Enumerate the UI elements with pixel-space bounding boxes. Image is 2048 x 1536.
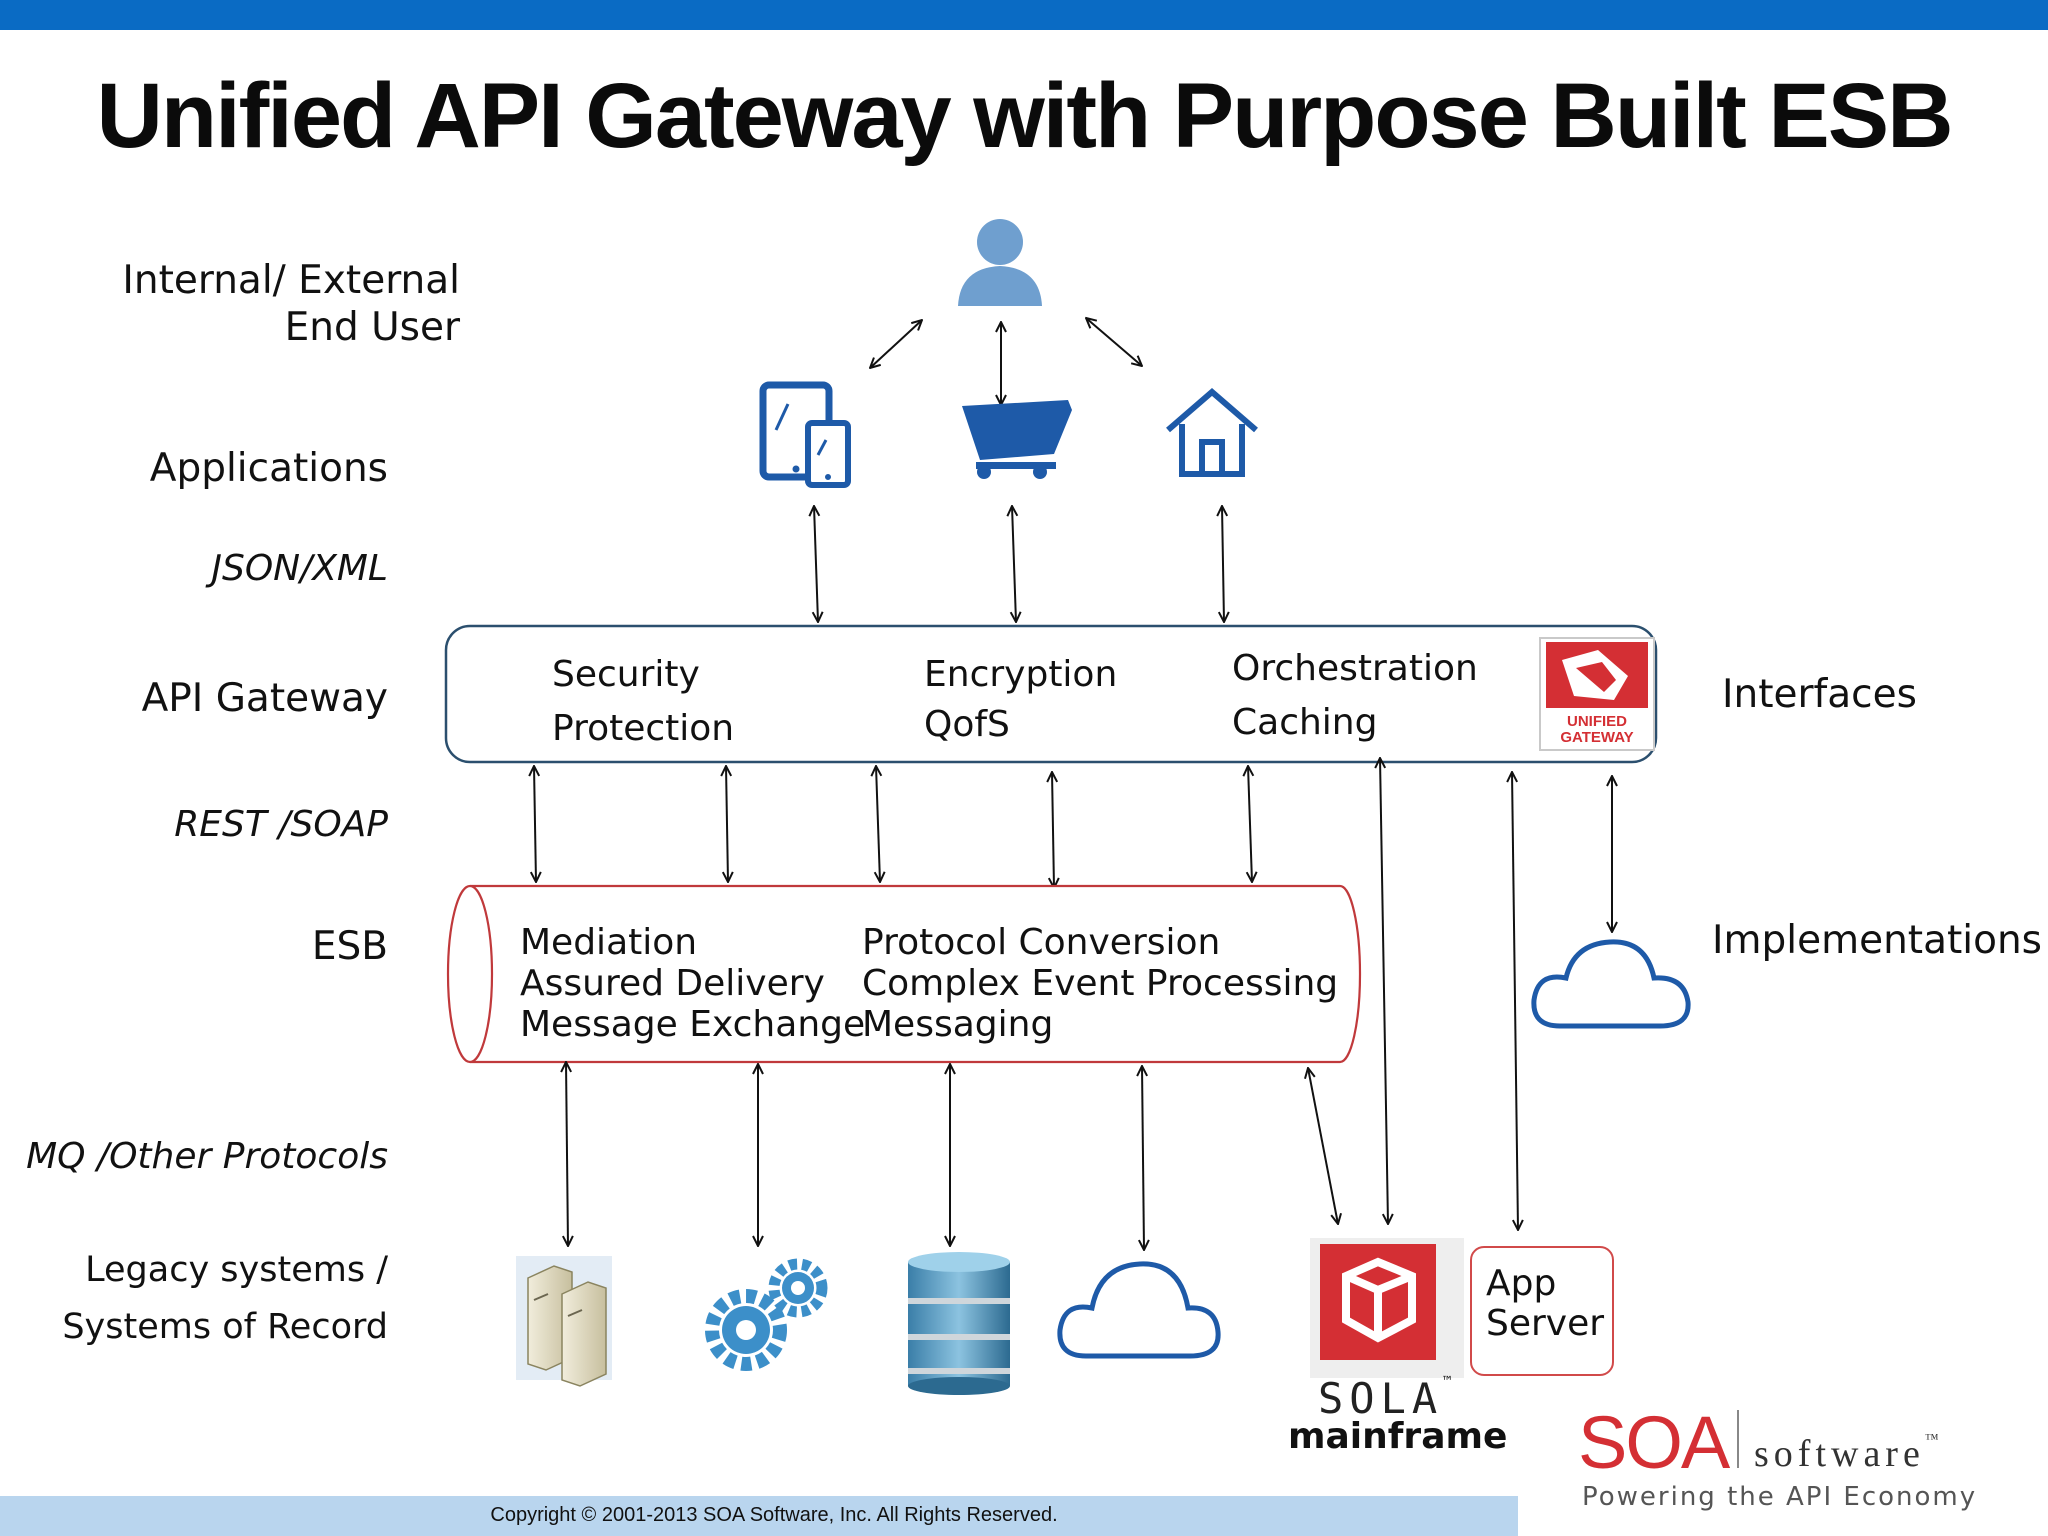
implementations-cloud-icon xyxy=(1531,939,1691,1029)
software-tm: ™ xyxy=(1924,1432,1939,1447)
arrow-gateway-appserver xyxy=(1512,772,1518,1230)
implementations-label: Implementations xyxy=(1712,918,2042,963)
unified-gateway-logo: UNIFIED GATEWAY xyxy=(1539,637,1655,751)
unified-gateway-logo-line2: GATEWAY xyxy=(1560,729,1633,746)
api-gateway-box xyxy=(444,624,1658,764)
esb-mediation: Mediation xyxy=(520,922,698,963)
json-xml-label: JSON/XML xyxy=(211,548,388,589)
gateway-encryption: Encryption xyxy=(924,654,1118,695)
home-icon xyxy=(1166,388,1258,477)
arrow-user-mobile xyxy=(870,320,922,368)
legacy-label-line1: Legacy systems / xyxy=(85,1250,388,1290)
legacy-label-line2: Systems of Record xyxy=(62,1307,388,1347)
esb-label: ESB xyxy=(311,924,388,969)
software-wordmark: software™ xyxy=(1754,1432,1939,1476)
rest-soap-label: REST /SOAP xyxy=(174,804,388,845)
arrow-esb-cloud xyxy=(1142,1066,1144,1250)
esb-cylinder xyxy=(446,884,1362,1064)
brand-tagline: Powering the API Economy xyxy=(1582,1482,1978,1512)
copyright-footer: Copyright © 2001-2013 SOA Software, Inc.… xyxy=(490,1504,1058,1526)
brand-divider xyxy=(1737,1410,1739,1468)
mq-protocols-label: MQ /Other Protocols xyxy=(26,1136,388,1177)
arrow-gateway-esb-2 xyxy=(726,766,728,882)
legacy-cloud-icon xyxy=(1057,1261,1221,1359)
sola-wordmark: SOLA™ xyxy=(1318,1374,1458,1423)
arrow-cart-gateway xyxy=(1012,506,1016,622)
shopping-cart-icon xyxy=(962,400,1072,479)
mainframe-label: mainframe xyxy=(1288,1416,1508,1457)
arrow-user-home xyxy=(1086,318,1142,366)
sola-mainframe-logo xyxy=(1310,1238,1464,1378)
gateway-protection: Protection xyxy=(552,708,735,749)
arrow-mobile-gateway xyxy=(814,506,818,622)
gateway-caching: Caching xyxy=(1232,702,1378,743)
footer-bar xyxy=(0,1496,1518,1536)
page-title: Unified API Gateway with Purpose Built E… xyxy=(96,65,1953,167)
interfaces-label: Interfaces xyxy=(1722,672,1917,717)
esb-complex-event-processing: Complex Event Processing xyxy=(862,963,1339,1004)
app-server-line1: App xyxy=(1486,1263,1557,1304)
end-user-label-line1: Internal/ External xyxy=(122,258,460,303)
arrow-gateway-esb-4 xyxy=(1052,772,1054,888)
soa-logo: SOA xyxy=(1578,1401,1730,1484)
sola-tm: ™ xyxy=(1443,1374,1458,1390)
software-text: software xyxy=(1754,1433,1925,1475)
esb-protocol-conversion: Protocol Conversion xyxy=(862,922,1221,963)
arrow-gateway-esb-5 xyxy=(1248,766,1252,882)
arrow-gateway-esb-3 xyxy=(876,766,880,882)
esb-assured-delivery: Assured Delivery xyxy=(520,963,825,1004)
arrow-esb-mainframe xyxy=(1308,1068,1338,1224)
arrow-gateway-esb-1 xyxy=(534,766,536,882)
gateway-qofs: QofS xyxy=(924,704,1010,745)
arrow-gateway-mainframe xyxy=(1380,758,1388,1224)
arrow-home-gateway xyxy=(1222,506,1224,622)
servers-icon xyxy=(516,1256,612,1387)
mobile-devices-icon xyxy=(759,381,851,488)
esb-messaging: Messaging xyxy=(862,1004,1054,1045)
end-user-label-line2: End User xyxy=(284,305,460,350)
unified-gateway-logo-line1: UNIFIED xyxy=(1567,713,1627,730)
top-accent-bar xyxy=(0,0,2048,30)
gateway-orchestration: Orchestration xyxy=(1232,648,1478,689)
gears-icon xyxy=(705,1258,828,1371)
applications-label: Applications xyxy=(149,446,388,491)
api-gateway-label: API Gateway xyxy=(141,676,388,721)
arrow-esb-servers xyxy=(566,1062,568,1246)
sola-text: SOLA xyxy=(1318,1374,1444,1423)
database-icon xyxy=(908,1252,1010,1395)
esb-message-exchange: Message Exchange xyxy=(520,1004,866,1045)
app-server-line2: Server xyxy=(1486,1303,1605,1344)
user-icon xyxy=(958,219,1042,306)
app-server-box: App Server xyxy=(1470,1246,1614,1376)
gateway-security: Security xyxy=(552,654,700,695)
